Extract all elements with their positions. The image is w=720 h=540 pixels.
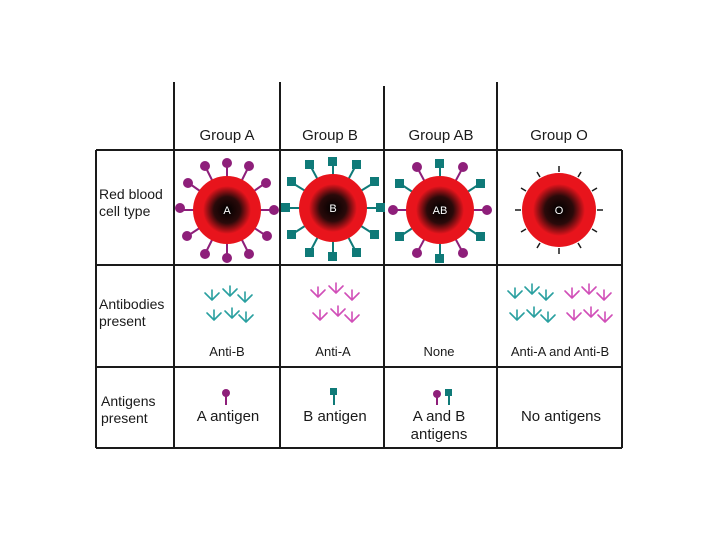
antigen-label-group-a: A antigen (196, 408, 260, 425)
o-stub-spikes (515, 166, 603, 254)
cell-letter-b: B (329, 203, 336, 215)
row-label-antigens-present: Antigens present (101, 393, 156, 426)
header-group-o: Group O (530, 127, 588, 144)
red-blood-cell-a: A (175, 158, 279, 263)
header-group-ab: Group AB (408, 127, 474, 144)
antibody-anti-b-icon (204, 285, 254, 323)
row-label-red-blood-cell-type: Red blood cell type (99, 186, 163, 219)
antibody-label-group-ab: None (423, 344, 455, 359)
antibody-anti-a-icon (310, 282, 360, 323)
cell-letter-a: A (223, 205, 231, 217)
cell-letter-ab: AB (433, 205, 448, 217)
antibody-label-group-o: Anti-A and Anti-B (510, 344, 610, 359)
antibody-label-group-a: Anti-B (209, 344, 245, 359)
antibody-anti-a-o-icon (564, 283, 613, 323)
a-antigen-icon (222, 389, 230, 405)
header-group-b: Group B (302, 127, 358, 144)
header-group-a: Group A (199, 127, 255, 144)
a-and-b-antigen-icon (433, 389, 452, 405)
red-blood-cell-b: B (281, 157, 385, 261)
antibody-label-group-b: Anti-A (315, 344, 351, 359)
red-blood-cell-o: O (515, 166, 603, 254)
cell-letter-o: O (555, 205, 564, 217)
row-label-antibodies-present: Antibodies present (99, 296, 165, 329)
antigen-label-group-b: B antigen (303, 408, 367, 425)
antigen-label-group-ab: A and B antigens (410, 408, 468, 443)
b-antigen-icon (330, 388, 337, 405)
antigen-label-group-o: No antigens (520, 408, 602, 425)
antibody-anti-b-o-icon (507, 283, 556, 323)
red-blood-cell-ab: AB (388, 159, 492, 263)
